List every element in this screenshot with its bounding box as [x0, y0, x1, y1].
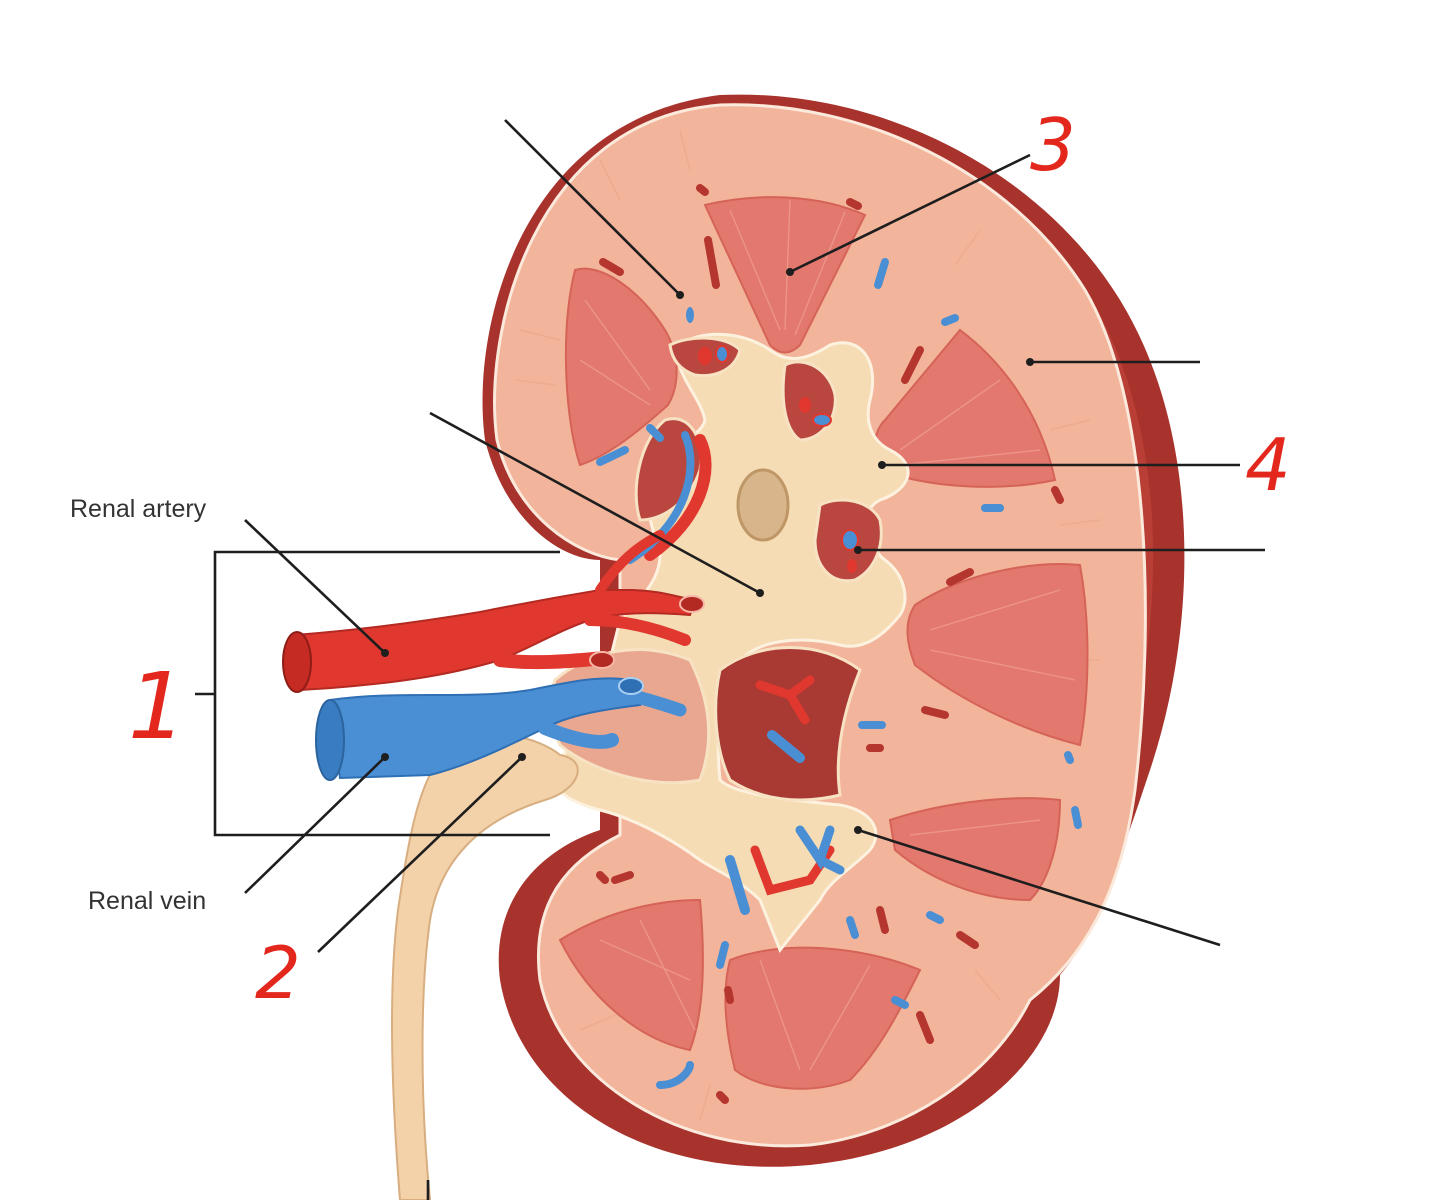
renal-vein-label: Renal vein: [88, 887, 206, 915]
ureter: [391, 733, 579, 1200]
pyramid-bottom-left: [558, 898, 704, 1052]
pyramid-lower-right: [888, 797, 1062, 902]
annotation-number-1: 1: [128, 653, 187, 760]
pyramid-bottom-center: [724, 946, 922, 1090]
leader-lines: [244, 119, 1265, 1200]
large-calyx: [714, 646, 862, 802]
minor-calyces: [548, 336, 883, 802]
arcuate-vessels: [596, 184, 1082, 1104]
pyramid-upper-left: [564, 267, 678, 467]
hilum-bracket: [195, 550, 560, 837]
renal-artery-graphic: [282, 530, 705, 693]
annotation-number-3: 3: [1030, 103, 1076, 187]
renal-artery-label: Renal artery: [70, 495, 207, 523]
pelvis-opening: [736, 468, 790, 542]
renal-pelvis: [550, 332, 910, 953]
pyramid-striations: [579, 199, 1076, 1071]
annotation-number-2: 2: [255, 931, 301, 1015]
pyramid-right: [906, 563, 1089, 747]
pyramid-top: [703, 196, 867, 354]
vessel-cross-sections: [686, 307, 859, 573]
annotation-number-4: 4: [1245, 423, 1291, 507]
interlobar-vessels: [626, 431, 845, 915]
